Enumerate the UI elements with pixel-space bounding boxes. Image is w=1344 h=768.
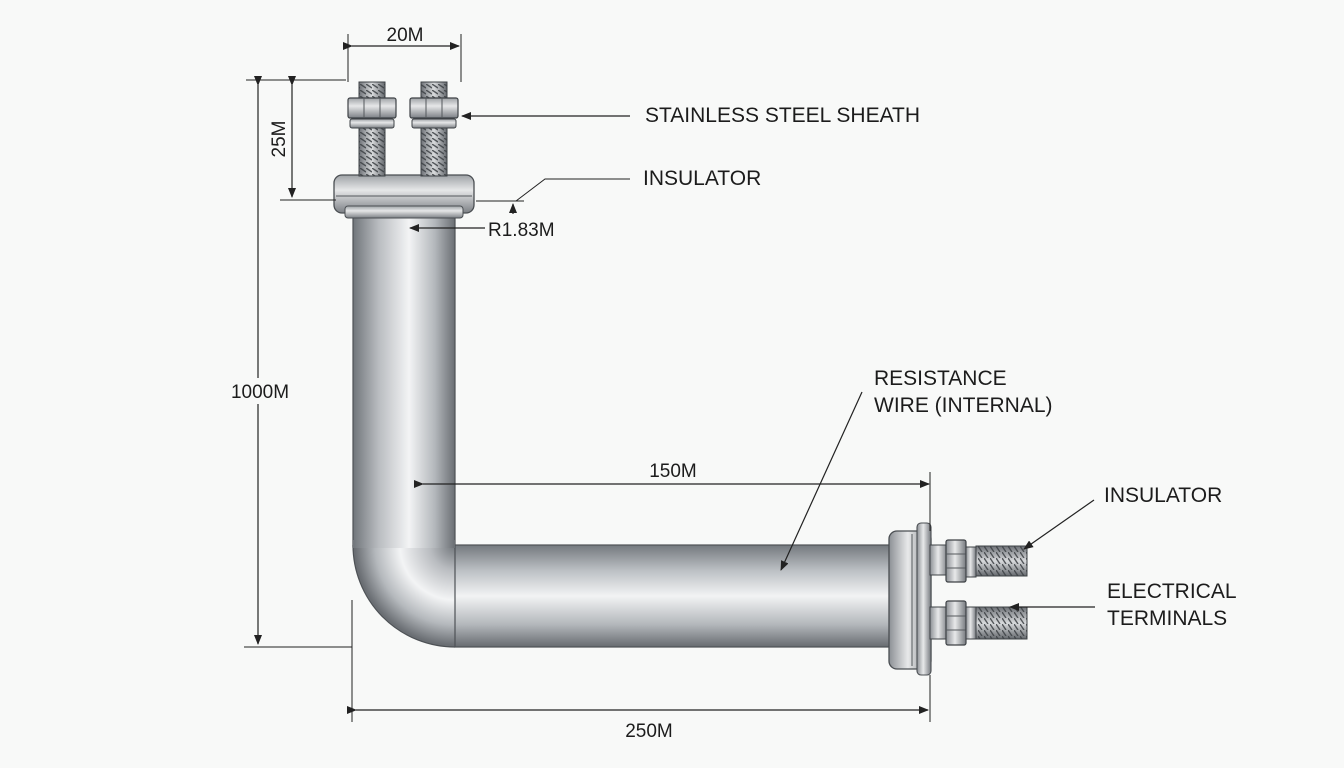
right-terminal-lower [929, 600, 1028, 646]
dimension-horizontal-run: 150M [414, 461, 931, 531]
dimension-bend-radius-label: R1.83M [488, 220, 555, 241]
callout-terminals-label: ELECTRICAL TERMINALS [1107, 580, 1242, 630]
dimension-bend-radius: R1.83M [409, 200, 555, 241]
callout-insulator-right-label: INSULATOR [1104, 484, 1222, 507]
dimension-top-width-label: 20M [387, 25, 424, 46]
dimension-total-height: 1000M [226, 76, 352, 648]
callout-terminals-line1: ELECTRICAL [1107, 580, 1236, 603]
top-flange [333, 174, 475, 219]
dimension-terminal-height-label: 25M [269, 121, 290, 158]
sheath-tube [352, 211, 896, 648]
top-terminal-right [409, 81, 459, 177]
callout-resistance-wire-line1: RESISTANCE [874, 367, 1007, 390]
callout-insulator-right: INSULATOR [1023, 484, 1222, 550]
callout-insulator-top-label: INSULATOR [643, 167, 761, 190]
right-flange [888, 522, 932, 676]
callout-resistance-wire: RESISTANCE WIRE (INTERNAL) [780, 367, 1053, 571]
dimension-horizontal-run-label: 150M [649, 461, 697, 482]
dimension-terminal-height: 25M [246, 76, 346, 201]
right-terminal-upper [929, 539, 1028, 583]
callout-sheath-label: STAINLESS STEEL SHEATH [645, 104, 920, 127]
dimension-total-length-label: 250M [625, 721, 673, 742]
callout-resistance-wire-line2: WIRE (INTERNAL) [874, 394, 1053, 417]
callout-sheath: STAINLESS STEEL SHEATH [461, 104, 920, 127]
callout-insulator-top: INSULATOR [515, 167, 761, 202]
top-terminal-left [347, 81, 397, 177]
dimension-total-height-label: 1000M [231, 382, 289, 403]
callout-resistance-wire-label: RESISTANCE WIRE (INTERNAL) [874, 367, 1053, 417]
dimension-total-length: 250M [347, 600, 931, 742]
callout-terminals-line2: TERMINALS [1107, 607, 1227, 630]
dimension-top-width: 20M [343, 25, 462, 82]
callout-terminals: ELECTRICAL TERMINALS [1009, 580, 1242, 630]
